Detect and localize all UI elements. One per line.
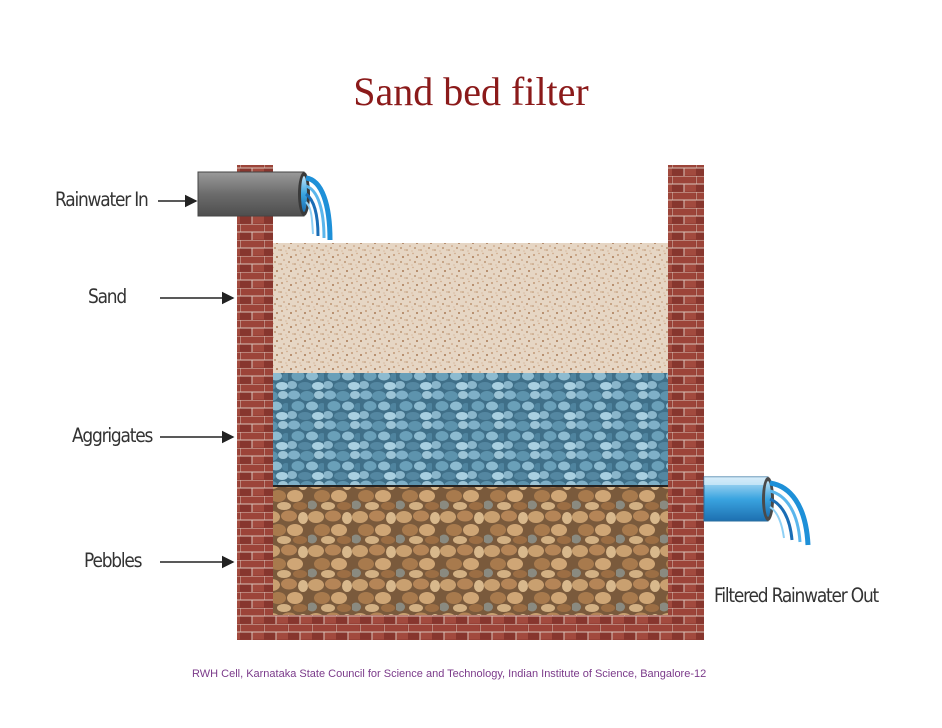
- inlet-water-stream: [304, 175, 333, 241]
- sand-layer: [272, 243, 668, 373]
- footer-credit: RWH Cell, Karnataka State Council for Sc…: [192, 668, 707, 680]
- aggregates-layer: [272, 373, 668, 486]
- diagram-title: Sand bed filter: [353, 69, 589, 114]
- label-filtered-out: Filtered Rainwater Out: [714, 584, 879, 608]
- outlet-pipe: [703, 476, 774, 522]
- bottom-brick-floor: [237, 615, 704, 640]
- label-rainwater-in: Rainwater In: [55, 188, 149, 212]
- pebbles-layer: [272, 487, 668, 615]
- label-aggregates: Aggrigates: [72, 424, 153, 448]
- label-sand: Sand: [88, 285, 127, 309]
- inlet-pipe: [197, 171, 310, 217]
- outlet-water-stream: [769, 480, 811, 546]
- left-brick-wall: [237, 165, 273, 640]
- right-brick-wall: [668, 165, 704, 640]
- label-pebbles: Pebbles: [84, 549, 143, 573]
